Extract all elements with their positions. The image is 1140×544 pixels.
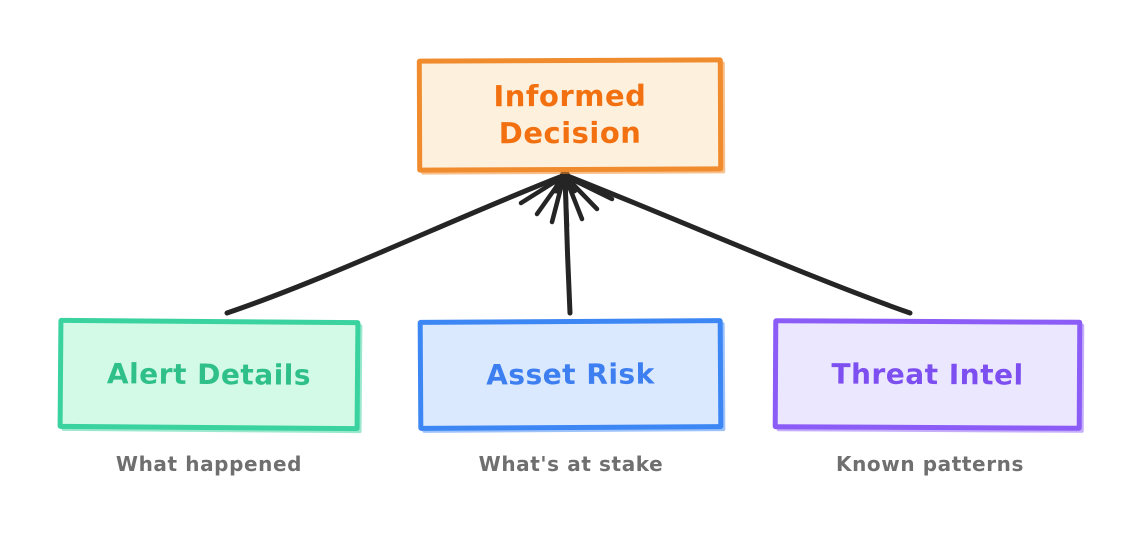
node-asset-risk-label: Asset Risk [486,357,655,392]
node-asset-risk[interactable]: Asset Risk [417,318,724,431]
node-alert-details-label: Alert Details [106,356,312,392]
node-alert-details[interactable]: Alert Details [57,317,361,432]
edge-threat-intel-to-decision [567,174,913,316]
caption-alert-details: What happened [115,452,303,476]
node-threat-intel-label: Threat Intel [831,357,1024,392]
node-informed-decision[interactable]: Informed Decision [416,57,724,173]
caption-asset-risk: What's at stake [478,452,664,476]
edge-asset-risk-to-decision [562,174,573,316]
caption-threat-intel: Known patterns [835,452,1025,476]
arrowhead-fan [518,173,615,229]
node-threat-intel[interactable]: Threat Intel [772,318,1083,431]
edge-alert-details-to-decision [224,174,563,316]
arrowhead-core [552,170,578,194]
node-informed-decision-label: Informed Decision [493,78,647,151]
